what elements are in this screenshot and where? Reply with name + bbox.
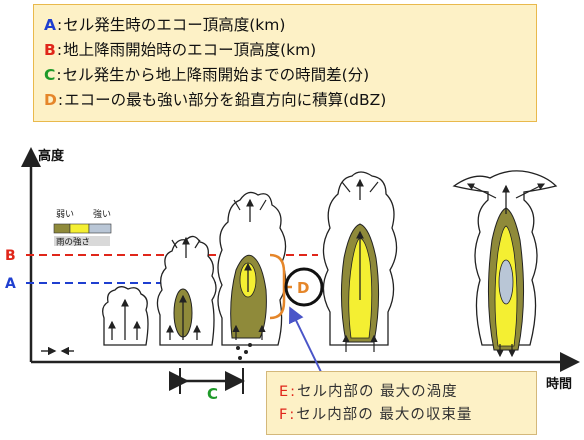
ef-text-f: セル内部の 最大の収束量 <box>296 407 473 423</box>
y-axis-label: 高度 <box>38 148 65 164</box>
legend-key-b: B <box>44 41 56 59</box>
legend-text-c: セル発生から地上降雨開始までの時間差(分) <box>62 66 370 84</box>
legend-key-a: A <box>44 16 56 34</box>
interval-c-label: C <box>207 385 218 403</box>
legend-text-d: エコーの最も強い部分を鉛直方向に積算(dBZ) <box>64 91 387 109</box>
ef-row-e: E:セル内部の 最大の渦度 <box>279 384 458 400</box>
level-a-label: A <box>5 276 16 292</box>
d-marker-label: D <box>297 279 309 297</box>
ef-key-f: F <box>279 407 289 423</box>
d-marker-circle <box>284 267 324 307</box>
legend-row-c: C:セル発生から地上降雨開始までの時間差(分) <box>44 66 370 84</box>
x-axis-label: 時間 <box>546 376 572 392</box>
strong-label: 強い <box>93 208 111 220</box>
legend-text-b: 地上降雨開始時のエコー頂高度(km) <box>63 41 317 59</box>
ef-key-e: E <box>279 384 290 400</box>
cell-stage-2 <box>156 235 217 346</box>
legend-row-d: D:エコーの最も強い部分を鉛直方向に積算(dBZ) <box>44 91 387 109</box>
ef-row-f: F:セル内部の 最大の収束量 <box>279 407 473 423</box>
weak-label: 弱い <box>56 209 74 220</box>
ef-pointer-arrow <box>289 306 323 375</box>
ef-text-e: セル内部の 最大の渦度 <box>297 384 458 400</box>
cell-stage-5 <box>452 170 558 358</box>
legend-row-b: B:地上降雨開始時のエコー頂高度(km) <box>44 41 317 59</box>
cell-stage-1 <box>102 286 149 346</box>
level-b-label: B <box>5 248 16 264</box>
rain-intensity-legend: 弱い 強い 雨の強さ <box>53 208 112 248</box>
legend-key-d: D <box>44 91 57 109</box>
interval-c: C <box>169 368 245 403</box>
legend-text-a: セル発生時のエコー頂高度(km) <box>63 16 286 34</box>
cell-stage-4 <box>322 171 398 352</box>
intensity-caption: 雨の強さ <box>56 237 90 248</box>
legend-row-a: A:セル発生時のエコー頂高度(km) <box>44 16 286 34</box>
legend-box: A:セル発生時のエコー頂高度(km) B:地上降雨開始時のエコー頂高度(km) … <box>33 4 537 122</box>
legend-key-c: C <box>44 66 56 84</box>
cell-stage-3 <box>217 191 287 360</box>
ef-box: E:セル内部の 最大の渦度 F:セル内部の 最大の収束量 <box>266 371 537 435</box>
